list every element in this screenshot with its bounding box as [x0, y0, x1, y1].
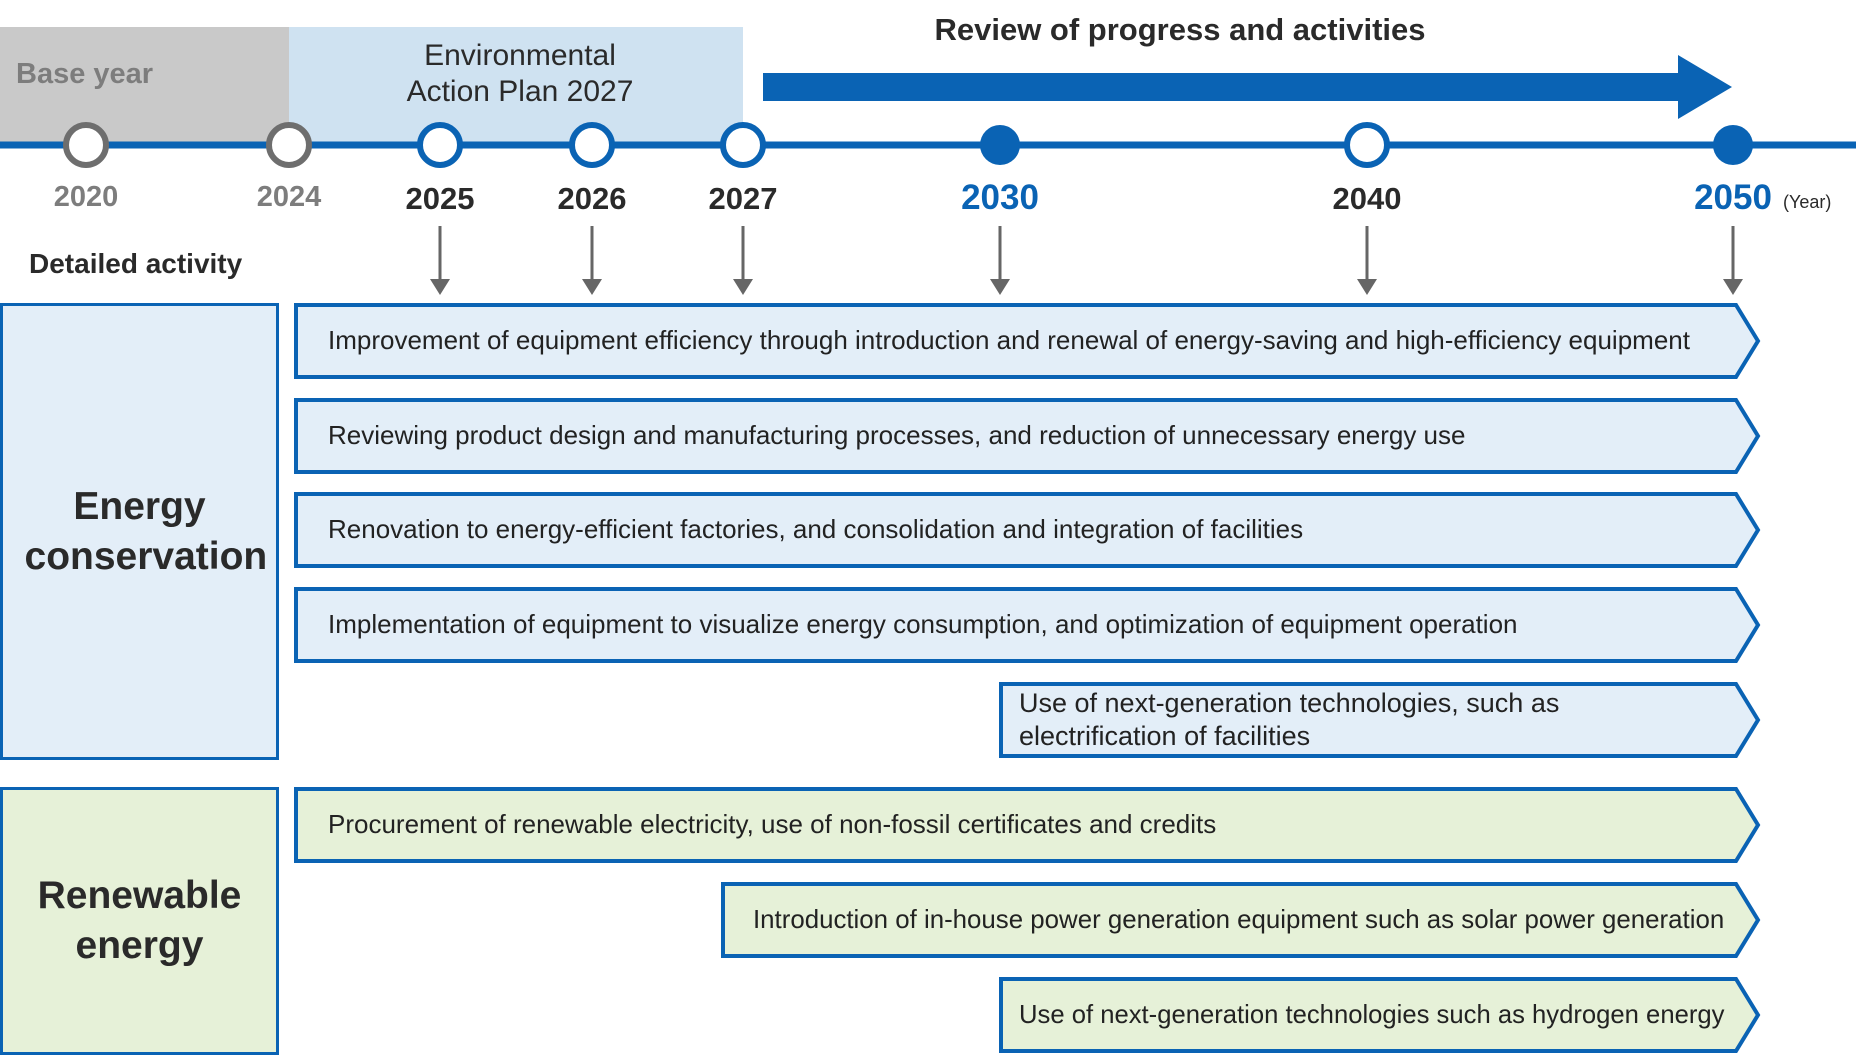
- activity-text-2: Reviewing product design and manufacturi…: [328, 420, 1466, 450]
- detailed-activity-label: Detailed activity: [29, 248, 243, 279]
- year-down-arrows: [430, 226, 1743, 295]
- year-marker-2026: [569, 122, 615, 168]
- year-label-2050: 2050: [1694, 178, 1772, 217]
- year-arrow-head-2025: [430, 279, 450, 295]
- activity-text-7: Introduction of in-house power generatio…: [753, 904, 1725, 934]
- year-label-2020: 2020: [53, 181, 119, 213]
- activity-arrow-2: [294, 398, 1761, 474]
- activity-text-6: Procurement of renewable electricity, us…: [328, 809, 1217, 839]
- year-label-2040: 2040: [1332, 181, 1402, 216]
- activity-arrow-7: [721, 882, 1761, 958]
- year-arrow-head-2030: [990, 279, 1010, 295]
- action-plan-band: [289, 27, 743, 144]
- year-arrow-head-2027: [733, 279, 753, 295]
- year-marker-2050: [1713, 125, 1753, 165]
- year-label-2025: 2025: [405, 181, 475, 216]
- year-arrow-head-2050: [1723, 279, 1743, 295]
- action-plan-label-line1: Environmental: [424, 39, 616, 72]
- year-label-2026: 2026: [557, 181, 627, 216]
- activity-arrow-3: [294, 492, 1761, 568]
- year-label-2024: 2024: [256, 181, 322, 213]
- year-marker-2025: [417, 122, 463, 168]
- year-markers: [63, 122, 1753, 168]
- activity-text-1: Improvement of equipment efficiency thro…: [328, 325, 1690, 355]
- year-marker-2040: [1344, 122, 1390, 168]
- category-renewable-energy-label: Renewable energy: [37, 874, 242, 967]
- year-marker-2020: [63, 122, 109, 168]
- year-marker-2024: [266, 122, 312, 168]
- review-label: Review of progress and activities: [934, 12, 1426, 47]
- activity-text-5: Use of next-generation technologies, suc…: [1019, 688, 1560, 751]
- year-arrow-head-2026: [582, 279, 602, 295]
- year-unit-label: (Year): [1783, 192, 1832, 212]
- activity-arrow-5: [999, 682, 1761, 758]
- base-year-label: Base year: [16, 58, 154, 90]
- activity-text-3: Renovation to energy-efficient factories…: [328, 514, 1304, 544]
- year-marker-2027: [720, 122, 766, 168]
- activity-arrow-8: [999, 977, 1761, 1053]
- activity-text-4: Implementation of equipment to visualize…: [328, 609, 1518, 639]
- year-marker-2030: [980, 125, 1020, 165]
- year-label-2027: 2027: [708, 181, 778, 216]
- activity-text-8: Use of next-generation technologies such…: [1019, 999, 1725, 1029]
- category-energy-conservation-label: Energy conservation: [24, 484, 268, 578]
- year-label-2030: 2030: [961, 178, 1039, 217]
- year-arrow-head-2040: [1357, 279, 1377, 295]
- category-energy-conservation: Energy conservation: [0, 303, 279, 760]
- base-year-band: [0, 27, 289, 144]
- timeline-graphic: [0, 55, 1856, 295]
- activity-arrow-1: [294, 303, 1761, 379]
- activity-arrow-4: [294, 587, 1761, 663]
- action-plan-label-line2: Action Plan 2027: [406, 75, 634, 108]
- action-plan-label: Environmental Action Plan 2027: [330, 38, 710, 110]
- category-renewable-energy: Renewable energy: [0, 787, 279, 1055]
- activity-arrow-6: [294, 787, 1761, 863]
- review-arrow: [763, 55, 1732, 119]
